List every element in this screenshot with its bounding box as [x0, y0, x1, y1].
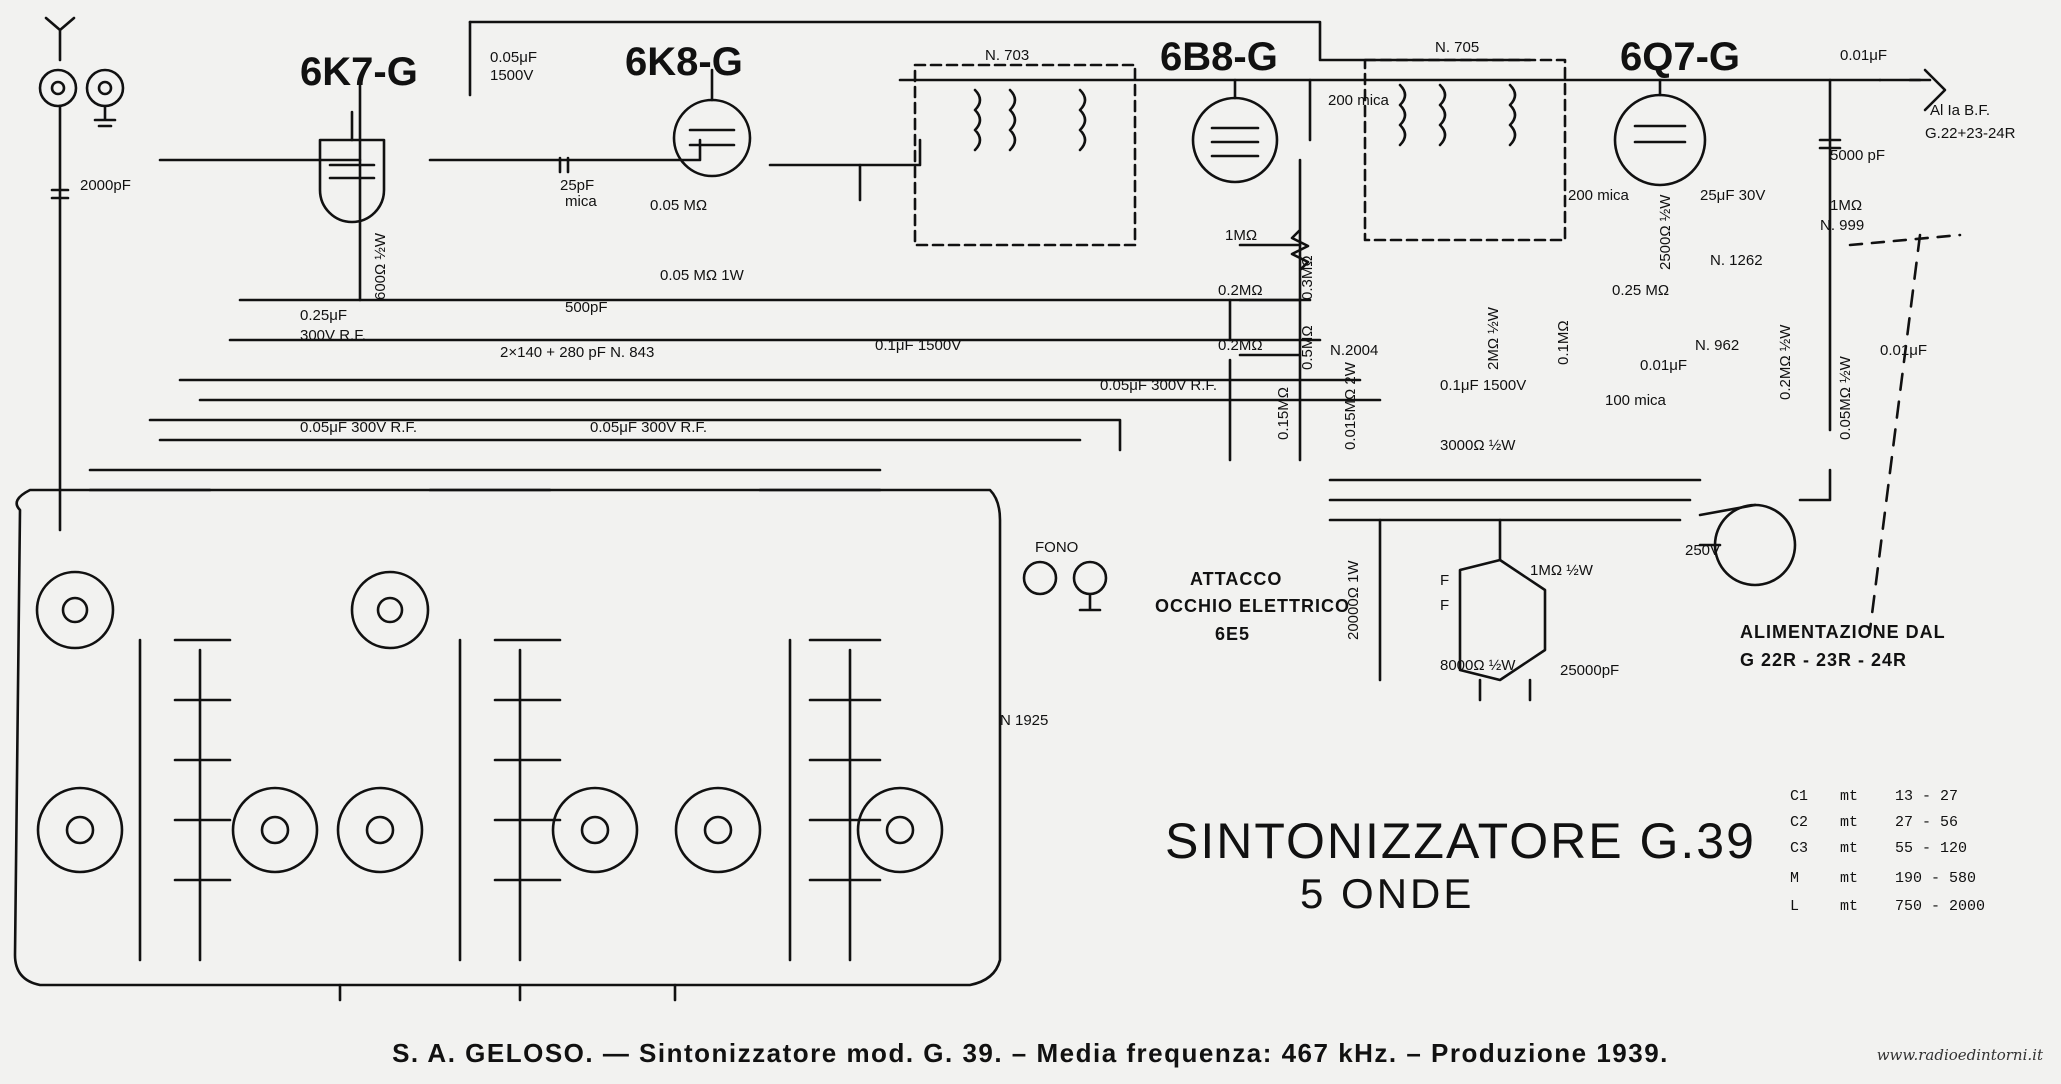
band-unit: mt — [1840, 814, 1858, 831]
value-05m: 0.5MΩ — [1299, 325, 1316, 370]
band-code: C3 — [1790, 840, 1808, 857]
power-line1: ALIMENTAZIONE DAL — [1740, 622, 1946, 642]
band-code: M — [1790, 870, 1799, 887]
value-001-b: 0.01μF — [1640, 357, 1687, 374]
value-025: 0.25 MΩ — [1612, 282, 1669, 299]
band-range: 13 - 27 — [1895, 788, 1958, 805]
band-code: C2 — [1790, 814, 1808, 831]
tube-label-6k7g: 6K7-G — [300, 50, 418, 94]
value-2000pf: 2000pF — [80, 177, 131, 194]
value-25000: 25000pF — [1560, 662, 1619, 679]
value-01m: 0.1MΩ — [1555, 320, 1572, 365]
pin-f1: F — [1440, 572, 1449, 589]
tube-6k7g — [318, 110, 386, 224]
component-values: 6K7-G 6K8-G 6B8-G 6Q7-G N. 703 N. 705 N … — [80, 35, 2016, 917]
tube-label-6b8g: 6B8-G — [1160, 35, 1278, 79]
value-005m-1w: 0.05 MΩ 1W — [660, 267, 745, 284]
value-600: 600Ω ½W — [372, 232, 389, 300]
band-code: C1 — [1790, 788, 1808, 805]
label-n703: N. 703 — [985, 47, 1029, 64]
value-1mb: 1MΩ ½W — [1530, 562, 1594, 579]
value-100: 100 mica — [1605, 392, 1667, 409]
value-3000: 3000Ω ½W — [1440, 437, 1516, 454]
tube-6b8g — [1191, 78, 1279, 184]
value-005m-b: 0.05MΩ ½W — [1837, 355, 1854, 440]
value-5000: 5000 pF — [1830, 147, 1885, 164]
label-n705: N. 705 — [1435, 39, 1479, 56]
value-005-300: 0.05μF 300V R.F. — [300, 419, 417, 436]
diagram-subtitle: 5 ONDE — [1300, 870, 1474, 917]
value-005-300-b: 0.05μF 300V R.F. — [590, 419, 707, 436]
figure-caption: S. A. GELOSO. — Sintonizzatore mod. G. 3… — [392, 1038, 1669, 1068]
tube-6q7g — [1613, 78, 1707, 187]
band-unit: mt — [1840, 840, 1858, 857]
tuning-eye-line1: ATTACCO — [1190, 569, 1282, 589]
value-02m: 0.2MΩ — [1218, 282, 1263, 299]
value-03m: 0.3MΩ — [1299, 255, 1316, 300]
value-500pf: 500pF — [565, 299, 608, 316]
value-001: 0.01μF — [1840, 47, 1887, 64]
value-2500: 2500Ω ½W — [1657, 194, 1674, 270]
band-code: L — [1790, 898, 1799, 915]
value-n1262: N. 1262 — [1710, 252, 1763, 269]
value-200-mica-b: 200 mica — [1568, 187, 1630, 204]
band-range: 750 - 2000 — [1895, 898, 1985, 915]
value-005-300-c: 0.05μF 300V R.F. — [1100, 377, 1217, 394]
diagram-title: SINTONIZZATORE G.39 — [1165, 813, 1756, 869]
value-mica: mica — [565, 193, 597, 210]
value-n962: N. 962 — [1695, 337, 1739, 354]
band-range: 55 - 120 — [1895, 840, 1967, 857]
value-001-c: 0.01μF — [1880, 342, 1927, 359]
band-unit: mt — [1840, 870, 1858, 887]
value-025: 0.25μF — [300, 307, 347, 324]
value-n999: N. 999 — [1820, 217, 1864, 234]
value-1m-b: 1MΩ — [1830, 197, 1862, 214]
value-02m-b: 0.2MΩ — [1218, 337, 1263, 354]
value-20000: 20000Ω 1W — [1345, 560, 1362, 640]
value-1500v: 1500V — [490, 67, 533, 84]
value-gang: 2×140 + 280 pF N. 843 — [500, 344, 654, 361]
band-unit: mt — [1840, 788, 1858, 805]
value-n2004: N.2004 — [1330, 342, 1378, 359]
tube-label-6q7g: 6Q7-G — [1620, 35, 1740, 79]
value-2m: 2MΩ ½W — [1485, 306, 1502, 370]
value-8000: 8000Ω ½W — [1440, 657, 1516, 674]
band-unit: mt — [1840, 898, 1858, 915]
value-01-1500-b: 0.1μF 1500V — [1440, 377, 1526, 394]
pin-f2: F — [1440, 597, 1449, 614]
fono-label: FONO — [1035, 539, 1078, 556]
band-range: 190 - 580 — [1895, 870, 1976, 887]
value-out-2: G.22+23-24R — [1925, 125, 2016, 142]
value-200-mica: 200 mica — [1328, 92, 1390, 109]
band-range: 27 - 56 — [1895, 814, 1958, 831]
value-0015: 0.015MΩ 2W — [1342, 361, 1359, 450]
band-table: C1 mt 13 - 27 C2 mt 27 - 56 C3 mt 55 - 1… — [1790, 788, 1985, 915]
band-switch-wafers — [35, 570, 944, 874]
antenna-symbol — [38, 16, 125, 128]
value-02m-c: 0.2MΩ ½W — [1777, 324, 1794, 400]
tube-label-6k8g: 6K8-G — [625, 40, 743, 84]
value-out-1: Al Ia B.F. — [1930, 102, 1990, 119]
tube-6k8g — [672, 68, 752, 178]
tuning-eye-line2: OCCHIO ELETTRICO — [1155, 596, 1350, 616]
value-1m: 1MΩ — [1225, 227, 1257, 244]
watermark: www.radioedintorni.it — [1876, 1046, 2043, 1064]
value-25pf: 25pF — [560, 177, 594, 194]
value-015: 0.15MΩ — [1275, 387, 1292, 440]
tuning-eye-line3: 6E5 — [1215, 624, 1250, 644]
value-250v: 250V — [1685, 542, 1720, 559]
value-005m: 0.05 MΩ — [650, 197, 707, 214]
value-005-1500: 0.05μF — [490, 49, 537, 66]
value-300rf: 300V R.F. — [300, 327, 366, 344]
power-line2: G 22R - 23R - 24R — [1740, 650, 1907, 670]
value-25-30: 25μF 30V — [1700, 187, 1765, 204]
value-01-1500: 0.1μF 1500V — [875, 337, 961, 354]
label-n1925: N 1925 — [1000, 712, 1048, 729]
